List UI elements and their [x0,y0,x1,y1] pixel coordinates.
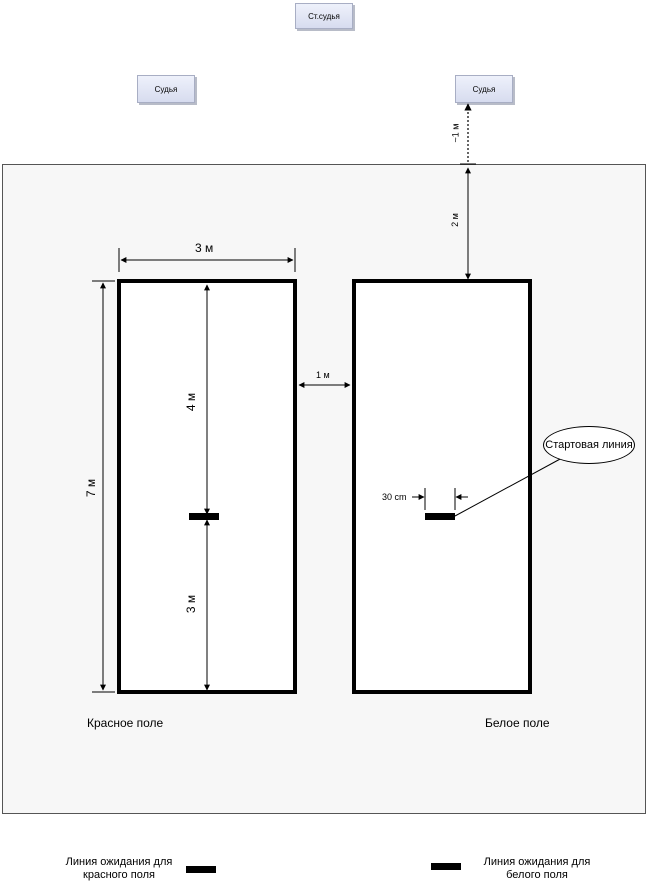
legend-white-text: Линия ожидания для белого поля [483,856,591,881]
left-judge-box: Судья [137,75,195,103]
legend-white-bar [431,863,461,870]
chief-judge-label: Ст.судья [308,11,340,21]
right-judge-label: Судья [472,84,496,94]
chief-judge-box: Ст.судья [295,3,353,29]
red-field-label: Красное поле [87,716,164,730]
white-field [352,279,532,694]
start-line-length-label: 30 cm [382,492,407,502]
competition-area [2,164,646,814]
legend-red-bar [186,866,216,873]
fields-gap-label: 1 м [316,370,330,380]
field-width-label: 3 м [195,241,214,255]
area-to-field-label: 2 м [449,213,460,227]
upper-part-label: 4 м [184,392,199,412]
lower-part-label: 3 м [184,594,199,614]
start-line-callout-text: Стартовая линия [545,438,633,451]
left-judge-label: Судья [154,84,178,94]
right-judge-box: Судья [455,75,513,103]
judge-distance-label: ~1 м [450,123,461,143]
white-field-label: Белое поле [485,716,550,730]
field-length-label: 7 м [84,478,99,498]
legend-red-text: Линия ожидания для красного поля [65,856,173,881]
start-line-callout: Стартовая линия [543,426,635,464]
